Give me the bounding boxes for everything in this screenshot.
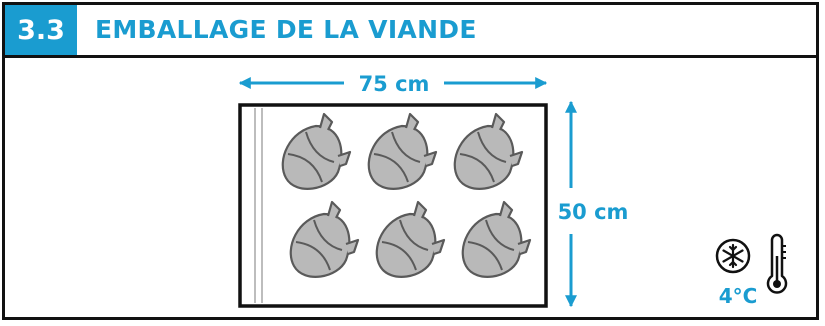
section-frame: 3.3 EMBALLAGE DE LA VIANDE [2, 2, 819, 320]
snowflake-icon [715, 238, 751, 274]
section-header: 3.3 EMBALLAGE DE LA VIANDE [5, 5, 816, 58]
thermometer-icon [766, 233, 788, 294]
width-label: 75 cm [359, 72, 430, 96]
section-title: EMBALLAGE DE LA VIANDE [95, 15, 477, 44]
temperature-label: 4°C [719, 284, 758, 308]
height-label: 50 cm [558, 200, 629, 224]
section-number: 3.3 [5, 5, 77, 55]
